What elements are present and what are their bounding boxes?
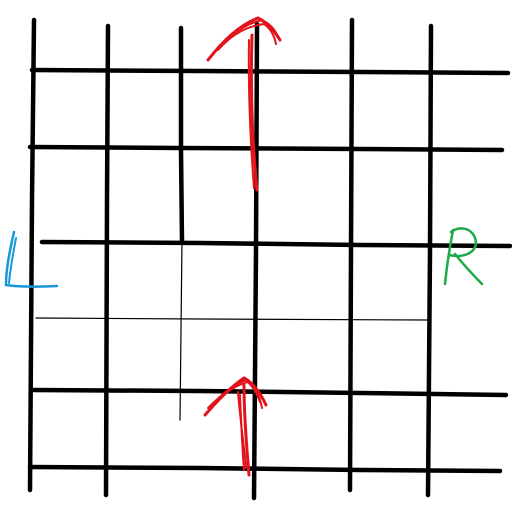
left-label-text: L xyxy=(6,235,37,300)
grid-line-v5 xyxy=(347,17,355,493)
grid-line-v3-top xyxy=(178,25,185,245)
grid-line-v6 xyxy=(425,23,434,498)
left-label: L xyxy=(4,230,59,300)
thin-line-v3 xyxy=(179,239,183,421)
thin-line-h4 xyxy=(35,317,429,321)
grid-line-h1 xyxy=(29,67,511,76)
grid-line-h3 xyxy=(39,239,512,249)
horizontal-grid-lines xyxy=(27,67,512,474)
grid-line-v1 xyxy=(27,17,37,493)
grid-line-h5 xyxy=(31,387,509,398)
right-label: R xyxy=(443,227,484,300)
grid-line-v4 xyxy=(251,21,260,501)
up-arrow-icon xyxy=(203,376,268,477)
up-arrow-icon xyxy=(206,16,282,192)
vertical-grid-lines xyxy=(27,17,434,501)
grid-line-v2 xyxy=(103,23,111,498)
right-label-text: R xyxy=(443,235,482,300)
